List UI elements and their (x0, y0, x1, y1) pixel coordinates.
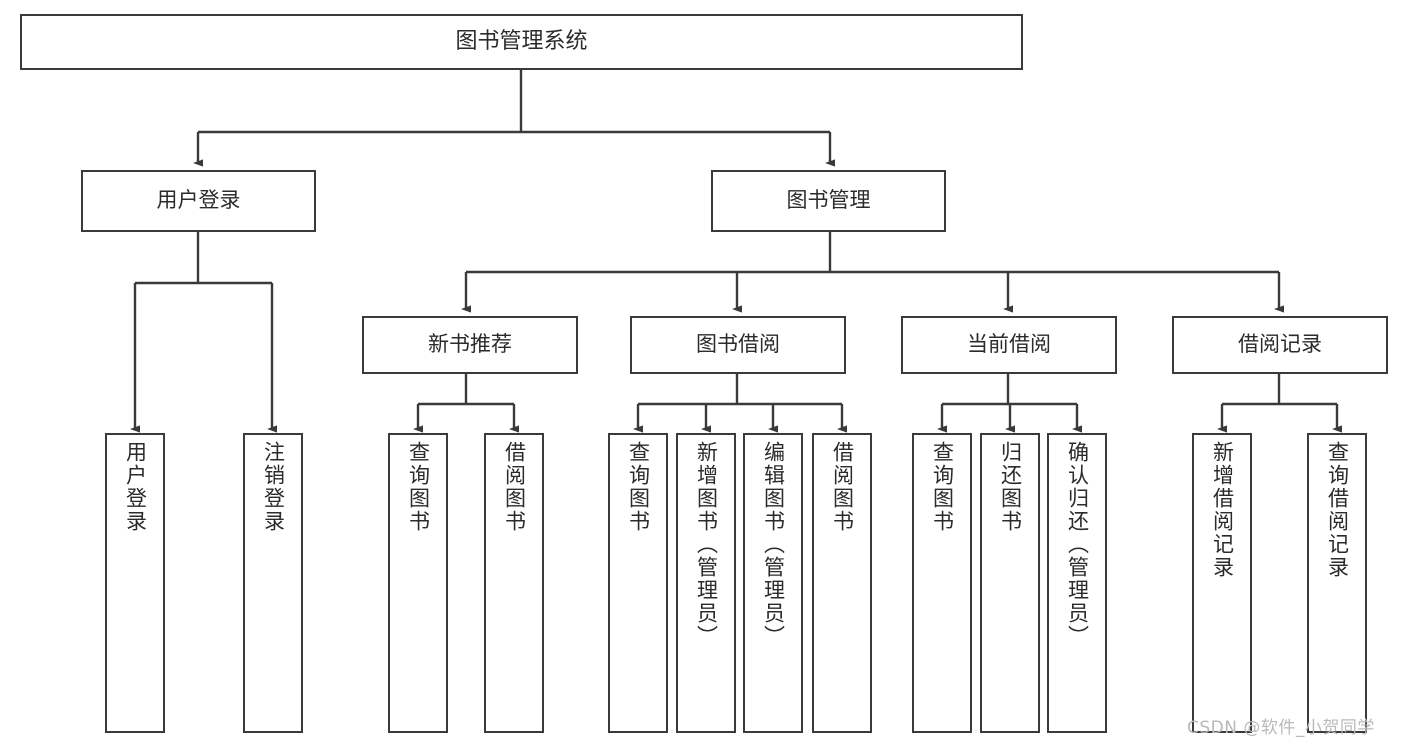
leaf-current-confirm-return-admin[interactable]: 确认归还（管理员） (1047, 433, 1107, 733)
node-book-borrowing[interactable]: 图书借阅 (630, 316, 846, 374)
leaf-records-add-record[interactable]: 新增借阅记录 (1192, 433, 1252, 733)
leaf-borrow-borrow-book-label: 借阅图书 (830, 441, 855, 533)
node-root-book-management-system[interactable]: 图书管理系统 (20, 14, 1023, 70)
leaf-new-book-borrow-book[interactable]: 借阅图书 (484, 433, 544, 733)
leaf-borrow-add-book-admin[interactable]: 新增图书（管理员） (676, 433, 736, 733)
leaf-new-book-borrow-book-label: 借阅图书 (502, 441, 527, 533)
node-current-borrowing[interactable]: 当前借阅 (901, 316, 1117, 374)
leaf-borrow-edit-book-admin[interactable]: 编辑图书（管理员） (743, 433, 803, 733)
leaf-user-login-signin-label: 用户登录 (123, 441, 148, 533)
node-borrowing-records-label: 借阅记录 (1238, 332, 1322, 357)
leaf-current-confirm-return-admin-label: 确认归还（管理员） (1065, 441, 1090, 648)
leaf-borrow-query-book[interactable]: 查询图书 (608, 433, 668, 733)
leaf-current-return-book[interactable]: 归还图书 (980, 433, 1040, 733)
leaf-borrow-borrow-book[interactable]: 借阅图书 (812, 433, 872, 733)
leaf-borrow-query-book-label: 查询图书 (626, 441, 651, 533)
leaf-current-return-book-label: 归还图书 (998, 441, 1023, 533)
node-borrowing-records[interactable]: 借阅记录 (1172, 316, 1388, 374)
leaf-current-query-book[interactable]: 查询图书 (912, 433, 972, 733)
leaf-new-book-query-book[interactable]: 查询图书 (388, 433, 448, 733)
leaf-current-query-book-label: 查询图书 (930, 441, 955, 533)
node-book-borrowing-label: 图书借阅 (696, 332, 780, 357)
leaf-new-book-query-book-label: 查询图书 (406, 441, 431, 533)
node-current-borrowing-label: 当前借阅 (967, 332, 1051, 357)
leaf-borrow-edit-book-admin-label: 编辑图书（管理员） (761, 441, 786, 648)
leaf-records-query-record-label: 查询借阅记录 (1325, 441, 1350, 579)
node-user-login[interactable]: 用户登录 (81, 170, 316, 232)
node-book-management-label: 图书管理 (786, 188, 871, 213)
leaf-borrow-add-book-admin-label: 新增图书（管理员） (694, 441, 719, 648)
leaf-user-login-signout[interactable]: 注销登录 (243, 433, 303, 733)
csdn-watermark: CSDN @软件_小贺同学 (1187, 718, 1375, 738)
leaf-records-add-record-label: 新增借阅记录 (1210, 441, 1235, 579)
leaf-user-login-signout-label: 注销登录 (261, 441, 286, 533)
node-new-book-recommendation[interactable]: 新书推荐 (362, 316, 578, 374)
node-user-login-label: 用户登录 (156, 188, 241, 213)
leaf-user-login-signin[interactable]: 用户登录 (105, 433, 165, 733)
node-book-management[interactable]: 图书管理 (711, 170, 946, 232)
leaf-records-query-record[interactable]: 查询借阅记录 (1307, 433, 1367, 733)
node-root-label: 图书管理系统 (455, 28, 588, 54)
node-new-book-recommendation-label: 新书推荐 (428, 332, 512, 357)
